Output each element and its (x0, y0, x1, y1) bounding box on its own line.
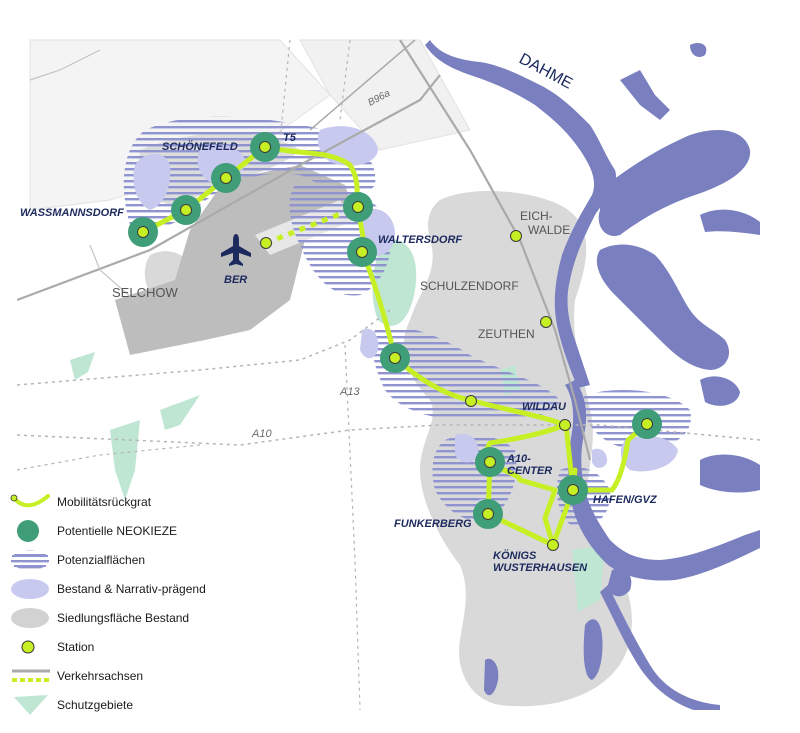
legend-item-settlement: Siedlungsfläche Bestand (10, 606, 270, 630)
river-dahme-north (425, 40, 616, 388)
bestand-blob-1 (133, 153, 171, 210)
lake-east-mid (700, 376, 740, 406)
label-funkerberg: FUNKERBERG (394, 518, 472, 530)
neokiez-a10-center (475, 447, 505, 477)
neokiez-wassmannsdorf (128, 217, 158, 247)
legend-item-traffic: Verkehrsachsen (10, 664, 270, 688)
label-koenigs-1: KÖNIGS (493, 549, 537, 562)
label-eichwalde-2: WALDE (528, 223, 570, 237)
legend-neokiez-symbol (17, 520, 39, 542)
legend-label: Potenzialflächen (57, 553, 146, 567)
neokiez-east (632, 409, 662, 439)
label-ber: BER (224, 274, 247, 286)
legend-station-symbol (21, 640, 35, 654)
legend-label: Schutzgebiete (57, 698, 134, 712)
legend-route-symbol (10, 494, 50, 508)
protected-area-4 (110, 420, 140, 500)
dashed-a10 (17, 424, 760, 446)
label-schulzendorf: SCHULZENDORF (420, 279, 519, 293)
neokiez-waltersdorf-2 (347, 237, 377, 267)
neokiez-schoenefeld-1 (171, 195, 201, 225)
road-b96a (17, 74, 441, 302)
legend-label: Station (57, 640, 95, 654)
neokiez-waltersdorf-1 (343, 192, 373, 222)
label-a10center-2: CENTER (507, 465, 552, 477)
label-koenigs-2: WUSTERHAUSEN (493, 562, 588, 574)
label-selchow: SELCHOW (112, 285, 178, 300)
dashed-west (279, 39, 291, 141)
legend-potential-symbol (11, 550, 49, 570)
lake-east-1 (598, 130, 751, 236)
station-wildau-west (465, 395, 477, 407)
bestand-blob-9 (592, 448, 608, 468)
river-east-lower (700, 209, 760, 235)
river-south (600, 585, 720, 710)
road-northwest-2 (29, 49, 101, 81)
legend-label: Mobilitätsrückgrat (57, 495, 152, 509)
label-hafen: HAFEN/GVZ (593, 494, 658, 506)
lake-south-2 (608, 568, 632, 597)
neokiez-hafen (558, 475, 588, 505)
legend-label: Potentielle NEOKIEZE (57, 524, 178, 538)
lake-south-1 (583, 619, 603, 680)
protected-area-2 (70, 352, 95, 380)
potential-area-center (372, 326, 560, 420)
label-t5: T5 (283, 132, 297, 144)
legend-item-neokieze: Potentielle NEOKIEZE (10, 519, 270, 543)
label-a10center-1: A10- (506, 453, 531, 465)
label-wildau: WILDAU (522, 401, 567, 413)
bestand-blob-8 (620, 435, 678, 472)
neokiez-center (380, 343, 410, 373)
station-eichwalde (510, 230, 522, 242)
legend-item-bestand: Bestand & Narrativ-prägend (10, 577, 270, 601)
neokiez-t5 (250, 132, 280, 162)
legend-label: Bestand & Narrativ-prägend (57, 582, 206, 596)
airplane-icon (221, 234, 251, 266)
label-eichwalde-1: EICH- (520, 209, 553, 223)
neokiez-funkerberg (473, 499, 503, 529)
station-zeuthen (540, 316, 552, 328)
label-waltersdorf: WALTERSDORF (378, 234, 462, 246)
road-west-1 (89, 244, 141, 306)
mobility-backbone-ber-link (265, 204, 359, 246)
label-schoenefeld: SCHÖNEFELD (162, 140, 238, 153)
dashed-south (344, 344, 361, 710)
label-wassmannsdorf: WASSMANNSDORF (20, 207, 124, 219)
station-koenigs-wusterhausen (547, 539, 559, 551)
legend-item-protected: Schutzgebiete (10, 693, 270, 717)
protected-area-3 (160, 395, 200, 430)
legend-bestand-symbol (11, 579, 49, 599)
lake-southeast (700, 454, 760, 493)
legend-traffic-symbol (12, 669, 50, 682)
bestand-blob-6 (455, 433, 479, 463)
road-label-a13: A13 (339, 386, 360, 398)
lake-east-2 (596, 244, 730, 370)
bestand-blob-5 (360, 328, 379, 359)
legend-item-mobility: Mobilitätsrückgrat (10, 490, 270, 514)
legend-protected-symbol (14, 695, 48, 715)
road-label-a10: A10 (251, 428, 272, 440)
dashed-diagonal (17, 444, 201, 471)
river-east-branch (620, 70, 670, 120)
legend-item-potential: Potenzialflächen (10, 548, 270, 572)
station-ber (260, 237, 272, 249)
legend-label: Siedlungsfläche Bestand (57, 611, 190, 625)
protected-area-6 (572, 545, 605, 612)
legend-item-station: Station (10, 635, 270, 659)
river-east-small (690, 43, 707, 57)
station-wildau (559, 419, 571, 431)
rail-north-south (399, 39, 592, 461)
legend-settlement-symbol (11, 608, 49, 628)
label-zeuthen: ZEUTHEN (478, 327, 535, 341)
lake-southwest (484, 658, 499, 696)
legend-label: Verkehrsachsen (57, 669, 144, 683)
road-diagonal-north (309, 39, 416, 131)
neokiez-schoenefeld-2 (211, 163, 241, 193)
